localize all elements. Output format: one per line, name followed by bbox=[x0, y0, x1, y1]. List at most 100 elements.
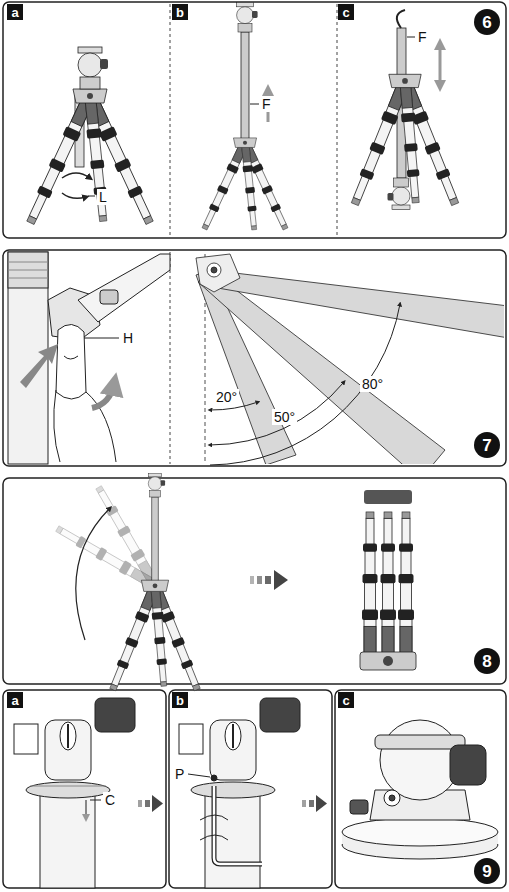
hinge-closeup bbox=[64, 356, 78, 359]
angle-label: 20° bbox=[214, 389, 239, 405]
leader-line bbox=[188, 774, 210, 777]
leader-line bbox=[88, 196, 95, 197]
panel-frame bbox=[3, 2, 506, 888]
part-label: F bbox=[260, 96, 273, 112]
next-step-arrow bbox=[265, 576, 271, 584]
head-detach-9a bbox=[14, 698, 135, 888]
head-detach-9b bbox=[179, 698, 300, 888]
head-detach-9a bbox=[45, 720, 91, 780]
tripod-6b bbox=[241, 32, 249, 142]
head-detach-9a bbox=[60, 722, 76, 750]
next-step-arrow bbox=[250, 576, 254, 584]
ball-head-9c bbox=[380, 720, 460, 800]
tripod-6a bbox=[78, 47, 108, 89]
panel-frame bbox=[3, 2, 506, 238]
head-detach-9b bbox=[214, 786, 262, 864]
panel-divider bbox=[337, 4, 338, 236]
panel-divider bbox=[170, 4, 337, 464]
head-detach-9b bbox=[179, 724, 203, 754]
tripod-6a bbox=[73, 89, 107, 103]
angle-label: 80° bbox=[360, 376, 385, 392]
panel-letter: c bbox=[338, 4, 354, 20]
tripod-8 bbox=[141, 580, 168, 591]
folded-tripod bbox=[360, 490, 416, 670]
tripod-6b bbox=[200, 3, 291, 232]
part-label: C bbox=[103, 792, 117, 808]
leg-angle-view bbox=[196, 270, 504, 464]
next-step-arrow bbox=[250, 570, 288, 590]
tripod-6c bbox=[388, 178, 411, 210]
tripod-6a bbox=[83, 94, 111, 222]
head-detach-9b bbox=[225, 722, 241, 750]
tripod-6c bbox=[348, 74, 462, 207]
tripod-6c bbox=[348, 10, 462, 210]
panel-divider bbox=[170, 4, 171, 236]
leg-angle-view bbox=[210, 382, 344, 445]
next-step-arrow bbox=[316, 795, 327, 812]
leg-angle-view bbox=[206, 270, 504, 340]
tripod-6c bbox=[397, 10, 405, 28]
step-number: 9 bbox=[474, 858, 500, 884]
panel-letter: a bbox=[7, 692, 23, 708]
leg-angle-view bbox=[211, 267, 217, 273]
next-step-arrow bbox=[309, 800, 314, 807]
panel-letter: b bbox=[172, 4, 188, 20]
folded-tripod bbox=[362, 512, 378, 660]
hinge-closeup bbox=[8, 262, 48, 278]
tripod-6a bbox=[23, 47, 157, 226]
hinge-closeup bbox=[100, 290, 118, 304]
head-detach-9b bbox=[260, 698, 300, 732]
head-detach-9b bbox=[200, 815, 228, 840]
angle-label: 50° bbox=[272, 409, 297, 425]
head-detach-9a bbox=[67, 724, 69, 748]
ball-head-9c bbox=[389, 795, 395, 801]
tripod-6c bbox=[389, 74, 421, 87]
next-step-arrow bbox=[138, 800, 142, 807]
part-label: P bbox=[173, 766, 186, 782]
head-detach-9b bbox=[210, 720, 256, 780]
tripod-6c bbox=[398, 79, 423, 203]
next-step-arrow bbox=[152, 795, 163, 812]
panel-frame bbox=[3, 690, 166, 888]
ball-head-9c bbox=[384, 790, 400, 806]
push-arrow bbox=[20, 344, 58, 388]
twist-arrow bbox=[62, 173, 90, 198]
panel-frame bbox=[335, 690, 506, 888]
folded-tripod bbox=[360, 652, 416, 670]
ball-head-9c bbox=[375, 735, 465, 749]
ball-head-9c bbox=[342, 720, 498, 859]
folded-tripod bbox=[380, 512, 396, 660]
leg-angle-view bbox=[196, 254, 504, 464]
leg-angle-view bbox=[207, 263, 221, 277]
part-label: H bbox=[121, 330, 135, 346]
twist-arrow bbox=[62, 173, 90, 178]
leg-angle-view bbox=[210, 304, 400, 465]
leader-line bbox=[84, 338, 119, 339]
hinge-closeup bbox=[78, 254, 170, 322]
head-detach-9a bbox=[30, 786, 106, 787]
folded-tripod bbox=[398, 512, 414, 660]
panel-divider bbox=[170, 252, 171, 464]
next-step-arrow bbox=[257, 576, 262, 584]
tripod-6b bbox=[200, 138, 291, 231]
ball-head-9c bbox=[342, 818, 498, 846]
tripod-6b bbox=[240, 141, 259, 230]
tripod-6b bbox=[240, 140, 290, 231]
head-detach-9a bbox=[95, 698, 135, 732]
leader-line bbox=[90, 800, 101, 801]
hinge-closeup bbox=[8, 252, 48, 464]
tripod-6b bbox=[233, 138, 256, 148]
next-step-arrow bbox=[274, 570, 288, 590]
leg-angle-view bbox=[196, 254, 240, 292]
twist-arrow bbox=[62, 193, 86, 198]
step-number: 6 bbox=[474, 9, 500, 35]
hinge-closeup bbox=[8, 252, 48, 288]
ball-head-9c bbox=[450, 745, 486, 785]
rotate-arrow bbox=[92, 384, 114, 408]
next-step-arrow bbox=[138, 795, 163, 812]
panel-frame bbox=[169, 690, 332, 888]
hinge-closeup bbox=[56, 324, 86, 399]
panel-letter: b bbox=[172, 692, 188, 708]
